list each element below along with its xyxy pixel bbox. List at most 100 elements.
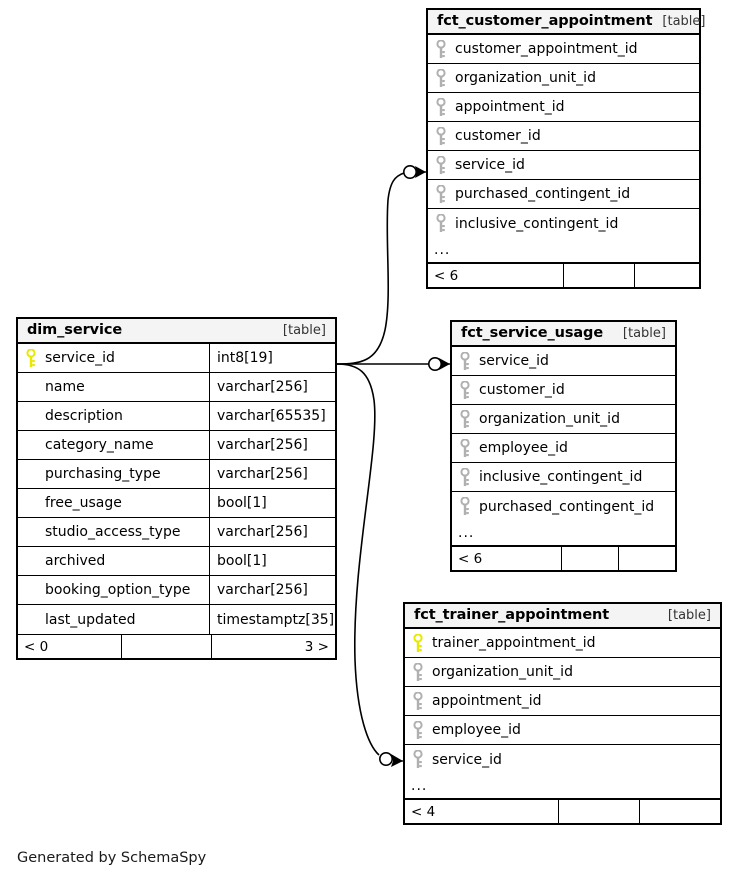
column-name: inclusive_contingent_id xyxy=(479,469,643,485)
table-row[interactable]: customer_id xyxy=(428,122,699,151)
table-row[interactable]: last_updated timestamptz[35] xyxy=(18,605,335,634)
table-row[interactable]: inclusive_contingent_id xyxy=(428,209,699,238)
table-row[interactable]: employee_id xyxy=(405,716,720,745)
column-name: customer_appointment_id xyxy=(455,41,638,57)
foreign-key-icon xyxy=(436,96,446,117)
table-row[interactable]: customer_id xyxy=(452,376,675,405)
column-type: bool[1] xyxy=(217,553,267,569)
column-name: appointment_id xyxy=(455,99,565,115)
column-name-cell: purchased_contingent_id xyxy=(452,492,675,521)
table-row[interactable]: appointment_id xyxy=(428,93,699,122)
table-row[interactable]: organization_unit_id xyxy=(405,658,720,687)
column-name: appointment_id xyxy=(432,693,542,709)
table-footer: < 6 xyxy=(452,546,675,570)
column-name: customer_id xyxy=(455,128,541,144)
column-type-cell: varchar[256] xyxy=(209,431,335,459)
table-row[interactable]: appointment_id xyxy=(405,687,720,716)
table-row[interactable]: inclusive_contingent_id xyxy=(452,463,675,492)
table-row[interactable]: service_id xyxy=(428,151,699,180)
footer-outgoing-relations[interactable] xyxy=(635,264,699,287)
edge-dim-service-to-fct-customer-appointment xyxy=(336,172,405,365)
table-row[interactable]: booking_option_type varchar[256] xyxy=(18,576,335,605)
column-name-cell: archived xyxy=(18,547,209,575)
column-name-cell: customer_id xyxy=(452,376,675,404)
footer-incoming-relations[interactable]: < 6 xyxy=(452,547,562,570)
column-name: employee_id xyxy=(479,440,568,456)
column-type: bool[1] xyxy=(217,495,267,511)
column-type: timestamptz[35] xyxy=(217,611,335,628)
table-fct-service-usage[interactable]: fct_service_usage [table] service_id cus… xyxy=(450,320,677,572)
column-name: service_id xyxy=(45,350,115,366)
table-row[interactable]: purchased_contingent_id xyxy=(452,492,675,521)
footer-incoming-relations[interactable]: < 6 xyxy=(428,264,564,287)
table-row[interactable]: name varchar[256] xyxy=(18,373,335,402)
column-name-cell: appointment_id xyxy=(405,687,720,715)
column-name: archived xyxy=(45,553,106,569)
table-row[interactable]: organization_unit_id xyxy=(452,405,675,434)
column-name: description xyxy=(45,408,123,424)
column-name: category_name xyxy=(45,437,154,453)
table-row[interactable]: purchasing_type varchar[256] xyxy=(18,460,335,489)
column-name-cell: studio_access_type xyxy=(18,518,209,546)
table-row[interactable]: customer_appointment_id xyxy=(428,35,699,64)
table-row[interactable]: archived bool[1] xyxy=(18,547,335,576)
primary-key-icon xyxy=(26,347,36,368)
column-name-cell: name xyxy=(18,373,209,401)
footer-outgoing-relations[interactable] xyxy=(640,800,720,823)
table-name: fct_trainer_appointment xyxy=(414,607,610,623)
foreign-key-icon xyxy=(460,466,470,487)
edge-crowfoot-2 xyxy=(439,358,450,370)
more-columns-indicator: ... xyxy=(428,238,699,263)
table-columns: trainer_appointment_id organization_unit… xyxy=(405,629,720,774)
edge-cardinality-zero-2 xyxy=(427,356,442,371)
table-row[interactable]: description varchar[65535] xyxy=(18,402,335,431)
table-row[interactable]: studio_access_type varchar[256] xyxy=(18,518,335,547)
table-footer: < 6 xyxy=(428,263,699,287)
column-name-cell: free_usage xyxy=(18,489,209,517)
footer-incoming-relations[interactable]: < 0 xyxy=(18,635,122,658)
footer-incoming-relations[interactable]: < 4 xyxy=(405,800,559,823)
column-type-cell: varchar[65535] xyxy=(209,402,335,430)
column-name-cell: service_id xyxy=(18,344,209,372)
table-row[interactable]: organization_unit_id xyxy=(428,64,699,93)
table-row[interactable]: service_id xyxy=(405,745,720,774)
foreign-key-icon xyxy=(436,125,446,146)
table-footer: < 4 xyxy=(405,799,720,823)
column-name-cell: service_id xyxy=(452,347,675,375)
table-fct-trainer-appointment[interactable]: fct_trainer_appointment [table] trainer_… xyxy=(403,602,722,825)
table-row[interactable]: category_name varchar[256] xyxy=(18,431,335,460)
edge-cardinality-zero-3 xyxy=(378,751,393,766)
table-row[interactable]: trainer_appointment_id xyxy=(405,629,720,658)
table-title-bar: fct_service_usage [table] xyxy=(452,322,675,347)
column-name-cell: booking_option_type xyxy=(18,576,209,604)
foreign-key-icon xyxy=(460,350,470,371)
table-fct-customer-appointment[interactable]: fct_customer_appointment [table] custome… xyxy=(426,8,705,289)
generated-by-caption: Generated by SchemaSpy xyxy=(17,850,207,866)
table-row[interactable]: purchased_contingent_id xyxy=(428,180,699,209)
column-type-cell: varchar[256] xyxy=(209,518,335,546)
column-name: service_id xyxy=(432,751,502,768)
table-row[interactable]: service_id xyxy=(452,347,675,376)
edge-crowfoot-1 xyxy=(415,166,426,178)
column-name: purchased_contingent_id xyxy=(479,498,655,515)
table-dim-service[interactable]: dim_service [table] service_id int8[19] … xyxy=(16,317,337,660)
footer-middle xyxy=(564,264,635,287)
column-name-cell: organization_unit_id xyxy=(452,405,675,433)
table-type-tag: [table] xyxy=(662,13,706,29)
footer-outgoing-relations[interactable]: 3 > xyxy=(304,638,329,655)
footer-outgoing-relations[interactable] xyxy=(619,547,675,570)
column-name-cell: organization_unit_id xyxy=(428,64,699,92)
table-title-bar: dim_service [table] xyxy=(18,319,335,344)
table-row[interactable]: employee_id xyxy=(452,434,675,463)
foreign-key-icon xyxy=(413,749,423,769)
primary-key-icon xyxy=(413,632,423,653)
column-name: organization_unit_id xyxy=(455,70,596,86)
column-name: booking_option_type xyxy=(45,582,191,598)
table-row[interactable]: service_id int8[19] xyxy=(18,344,335,373)
foreign-key-icon xyxy=(436,213,446,233)
table-row[interactable]: free_usage bool[1] xyxy=(18,489,335,518)
column-type-cell: bool[1] xyxy=(209,489,335,517)
edge-crowfoot-3 xyxy=(391,754,403,767)
column-name-cell: purchased_contingent_id xyxy=(428,180,699,208)
table-type-tag: [table] xyxy=(667,607,711,623)
